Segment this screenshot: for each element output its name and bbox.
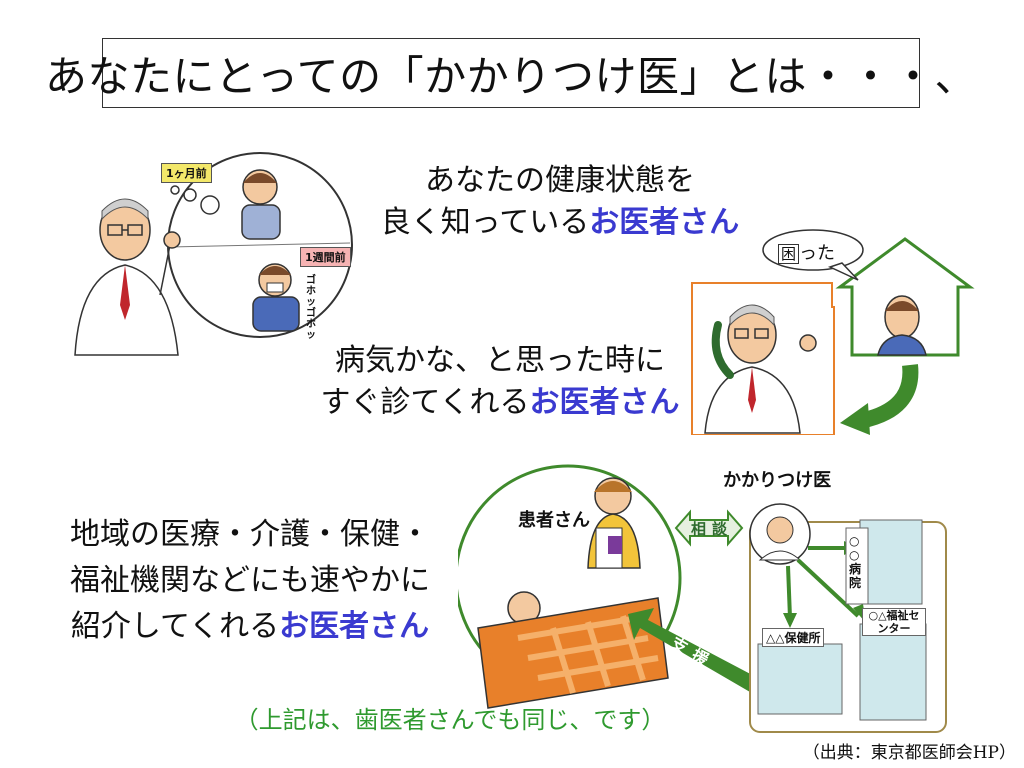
caption-1-line-1: あなたの健康状態を — [425, 163, 695, 198]
caption-1-line-2: 良く知っているお医者さん — [370, 202, 750, 244]
phone-call-drawing — [691, 229, 975, 436]
label-patient: 患者さん — [518, 510, 590, 531]
dentist-note: （上記は、歯医者さんでも同じ、です） — [234, 706, 666, 734]
page-title: あなたにとっての「かかりつけ医」とは・・・、 — [45, 38, 977, 108]
speech-bubble-rest: った — [799, 243, 836, 264]
speech-bubble-text: 困った — [778, 239, 835, 265]
label-family-doctor: かかりつけ医 — [723, 470, 832, 491]
caption-1-highlight: お医者さん — [589, 205, 740, 240]
caption-2: 病気かな、と思った時に すぐ診てくれるお医者さん — [305, 340, 695, 424]
source-credit: （出典：東京都医師会HP） — [802, 743, 1016, 763]
label-welfare-center: ○△福祉センター — [862, 608, 926, 636]
tag-one-week: 1週間前 — [300, 247, 351, 267]
label-health-center: △△保健所 — [762, 628, 825, 647]
label-hospital: ○○病院 — [849, 534, 862, 590]
illustration-doctor-memory: 1ヶ月前 1週間前 ゴホッゴホッ — [60, 135, 360, 360]
caption-1: あなたの健康状態を 良く知っているお医者さん — [370, 160, 750, 244]
referral-network-drawing — [454, 464, 947, 733]
caption-3-line-1: 地域の医療・介護・保健・ — [70, 517, 430, 552]
label-consult: 相談 — [690, 520, 733, 538]
illustration-phone-call: 困った — [690, 225, 990, 436]
doctor-memory-drawing — [74, 152, 353, 356]
tag-one-month: 1ヶ月前 — [161, 163, 212, 183]
caption-2-line-1: 病気かな、と思った時に — [335, 343, 665, 378]
caption-2-highlight: お医者さん — [529, 385, 680, 420]
caption-2-prefix: すぐ診てくれる — [320, 385, 530, 420]
caption-3-highlight: お医者さん — [279, 609, 430, 644]
caption-3-line-3: 紹介してくれるお医者さん — [40, 604, 460, 650]
illustration-referral-network: 患者さん かかりつけ医 相談 支援 ○○病院 △△保健所 ○△福祉センター — [454, 448, 998, 738]
caption-1-prefix: 良く知っている — [380, 205, 590, 240]
cough-text: ゴホッゴホッ — [306, 275, 316, 341]
caption-3-prefix: 紹介してくれる — [70, 609, 280, 644]
caption-3: 地域の医療・介護・保健・ 福祉機関などにも速やかに 紹介してくれるお医者さん — [40, 512, 460, 650]
speech-bubble-kanji: 困 — [778, 244, 800, 264]
caption-3-line-2: 福祉機関などにも速やかに — [70, 563, 430, 598]
caption-2-line-2: すぐ診てくれるお医者さん — [305, 382, 695, 424]
